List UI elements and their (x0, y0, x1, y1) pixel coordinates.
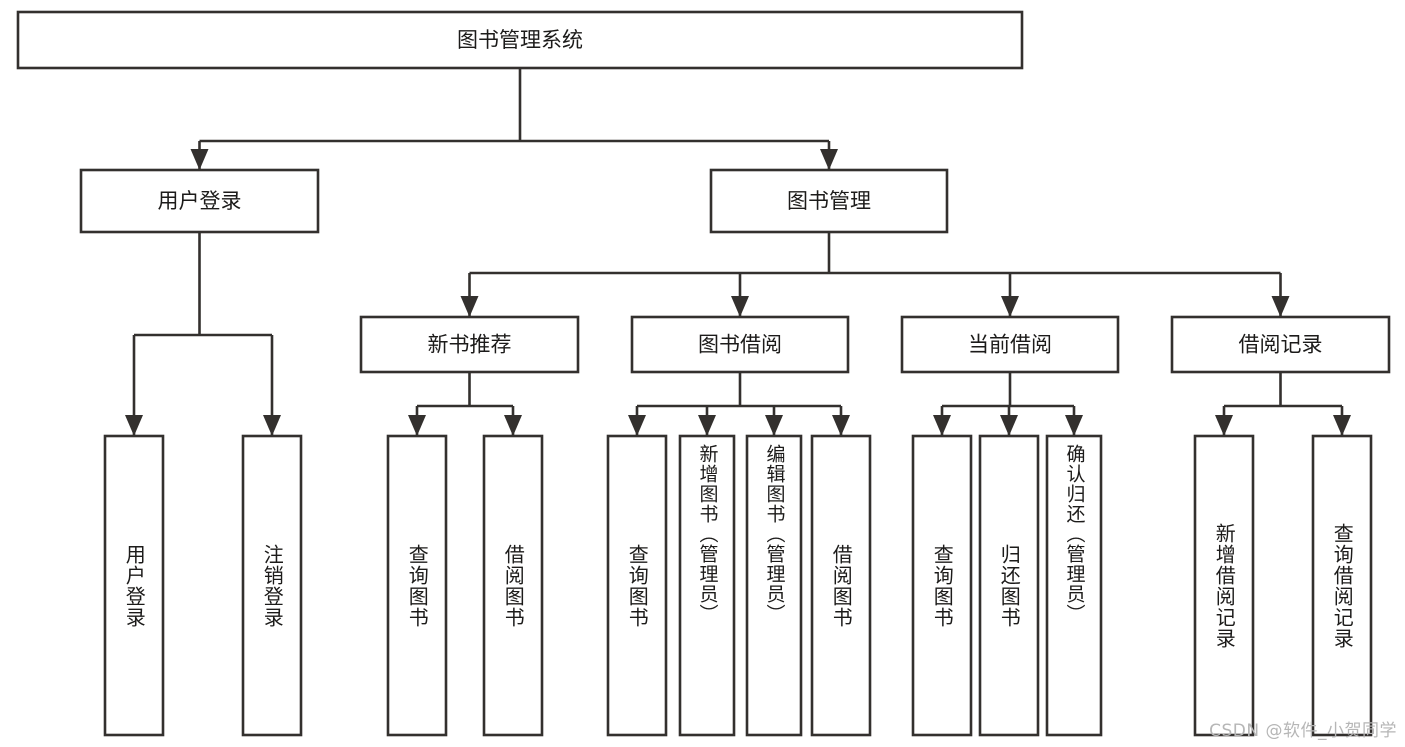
arrow-head-icon (628, 415, 646, 436)
node-box-leaf-user-login[interactable] (103, 434, 165, 737)
node-label-book-borrow: 图书借阅 (698, 333, 782, 357)
node-box-leaf-logout-login[interactable] (241, 434, 303, 737)
node-box-leaf-borrow-book-recommend[interactable] (482, 434, 544, 737)
node-box-book-borrow[interactable] (630, 315, 850, 374)
node-box-leaf-return-book[interactable] (978, 434, 1040, 737)
node-box-leaf-query-borrow-record[interactable] (1311, 434, 1373, 737)
arrow-head-icon (820, 149, 838, 170)
node-box-leaf-add-borrow-record[interactable] (1193, 434, 1255, 737)
node-box-user-login[interactable] (79, 168, 320, 234)
node-box-leaf-edit-book-admin[interactable] (745, 434, 803, 737)
arrow-head-icon (1271, 296, 1290, 317)
node-label-new-book-recommend: 新书推荐 (428, 333, 512, 357)
arrow-head-icon (190, 149, 209, 170)
node-box-leaf-borrow-book[interactable] (810, 434, 872, 737)
arrow-head-icon (1065, 415, 1083, 436)
node-box-leaf-query-book-recommend[interactable] (386, 434, 448, 737)
node-label-borrow-record: 借阅记录 (1239, 333, 1323, 357)
arrow-head-icon (408, 415, 426, 436)
node-box-leaf-confirm-return-admin[interactable] (1045, 434, 1103, 737)
node-box-root[interactable] (16, 10, 1024, 70)
node-label-book-manage: 图书管理 (787, 189, 871, 213)
edges-layer (125, 68, 1351, 436)
node-box-leaf-add-book-admin[interactable] (678, 434, 736, 737)
node-box-new-book-recommend[interactable] (359, 315, 580, 374)
arrow-head-icon (832, 415, 850, 436)
node-box-borrow-record[interactable] (1170, 315, 1391, 374)
arrow-head-icon (1333, 415, 1351, 436)
watermark-text: CSDN @软件_小贺同学 (1209, 721, 1397, 741)
arrow-head-icon (504, 415, 522, 436)
node-label-user-login: 用户登录 (158, 189, 242, 213)
arrow-head-icon (125, 415, 143, 436)
node-label-current-borrow: 当前借阅 (968, 333, 1052, 357)
arrow-head-icon (731, 296, 749, 317)
arrow-head-icon (1000, 415, 1018, 436)
node-box-leaf-query-book-borrow[interactable] (606, 434, 668, 737)
arrow-head-icon (933, 415, 951, 436)
arrow-head-icon (460, 296, 479, 317)
arrow-head-icon (765, 415, 783, 436)
arrow-head-icon (698, 415, 716, 436)
node-box-leaf-query-book-current[interactable] (911, 434, 973, 737)
node-box-book-manage[interactable] (709, 168, 949, 234)
arrow-head-icon (1001, 296, 1019, 317)
arrow-head-icon (263, 415, 281, 436)
node-box-current-borrow[interactable] (900, 315, 1120, 374)
node-label-root: 图书管理系统 (457, 28, 583, 52)
arrow-head-icon (1215, 415, 1233, 436)
